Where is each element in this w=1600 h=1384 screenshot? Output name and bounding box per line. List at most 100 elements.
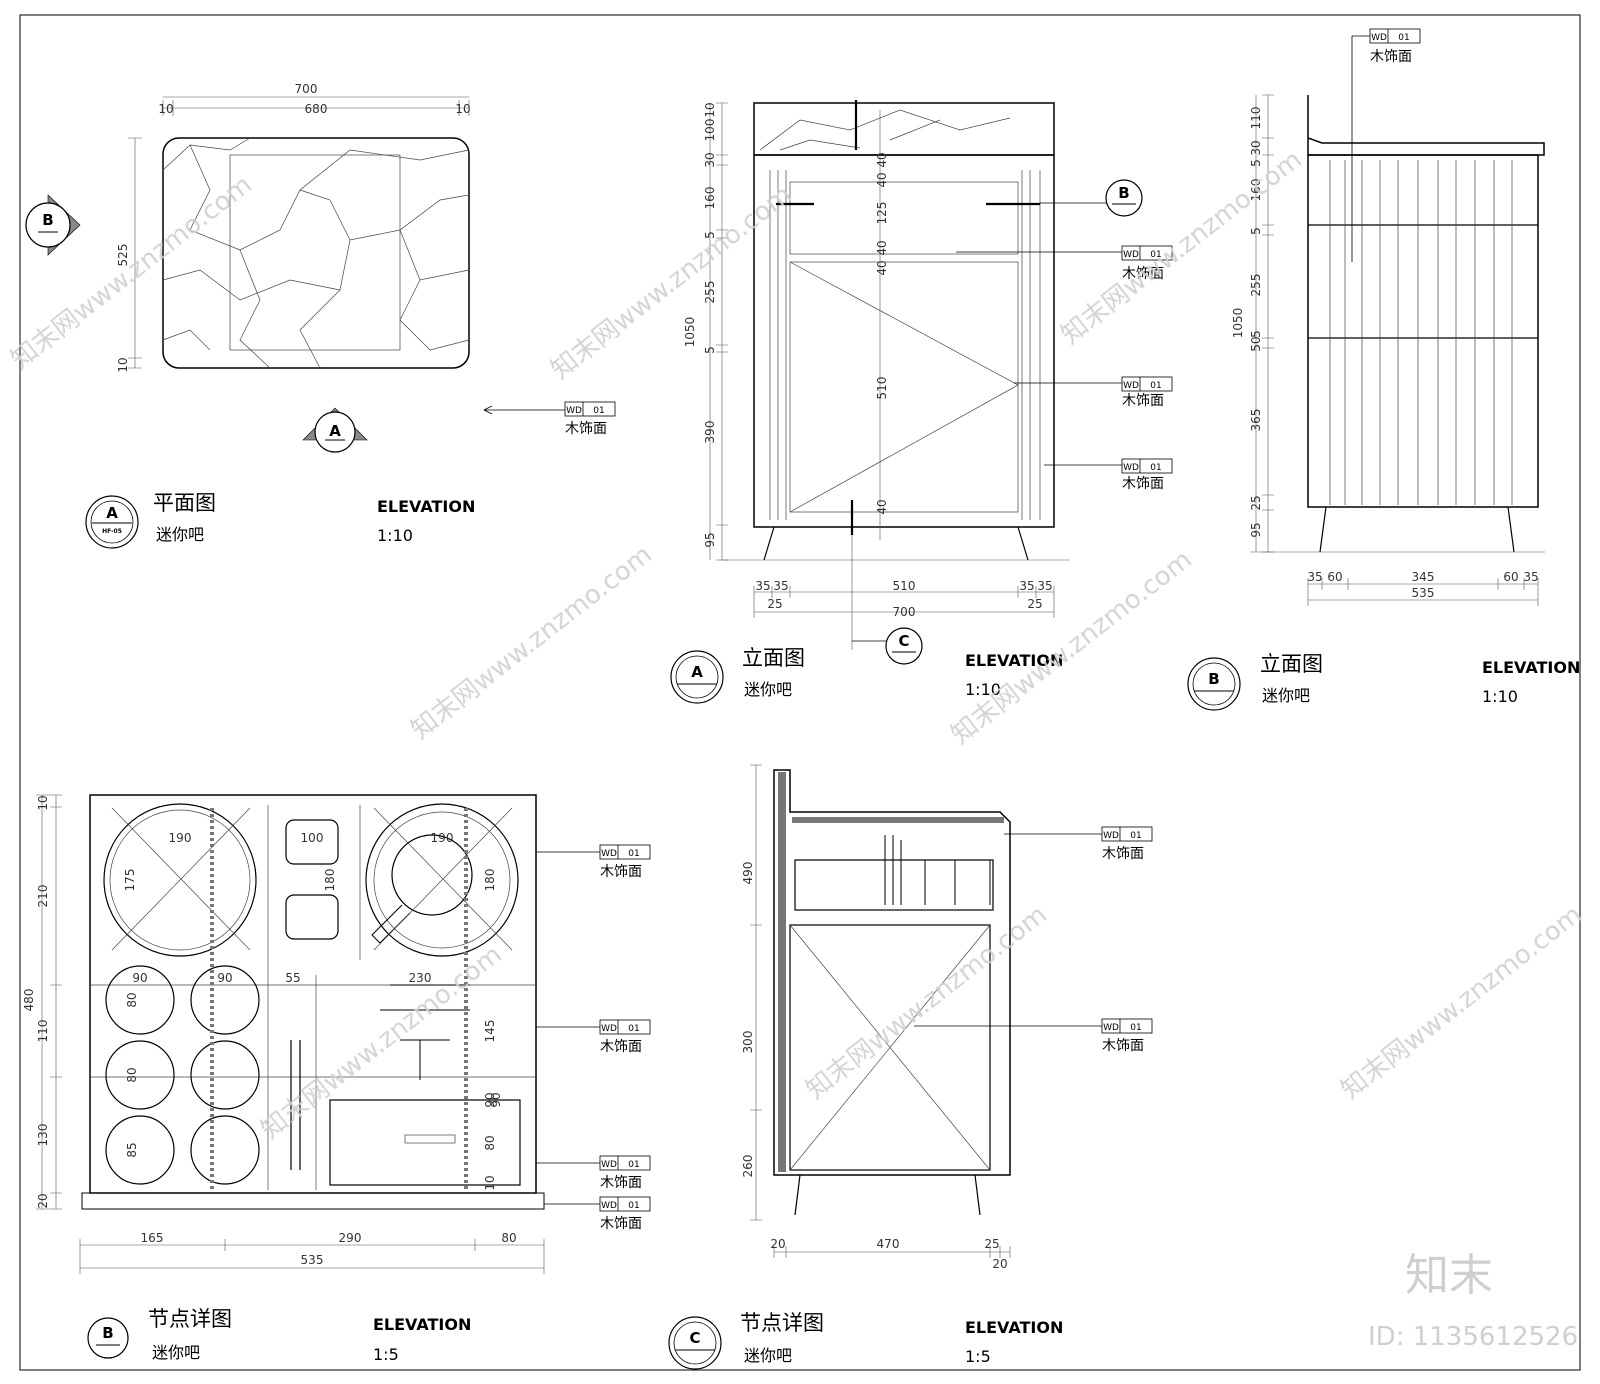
- watermark-3: 知末网www.znzmo.com: [1056, 145, 1308, 351]
- elev-a-tag-3-code: WD: [1123, 463, 1139, 473]
- elev-a-inner-40c: 40: [875, 240, 889, 255]
- elev-b-bubble-letter: B: [1208, 670, 1219, 688]
- elev-b-scale: 1:10: [1482, 687, 1518, 706]
- detail-b-b-290: 290: [339, 1231, 362, 1245]
- elevation-b-view: 110 30 5 160 5 255 5 50 365 25 95 1050 3…: [1187, 28, 1580, 711]
- detail-b-pot-right: [365, 803, 519, 957]
- elev-a-backsplash: [753, 102, 1055, 156]
- plan-sink-outline: [229, 154, 401, 351]
- detail-c-tag-1: WD 01 木饰面: [1004, 826, 1153, 862]
- detail-b-tag-1: WD 01 木饰面: [536, 844, 651, 880]
- elev-b-bottom-dims: 35 60 345 60 35 535: [1307, 570, 1539, 606]
- elev-a-b-35a: 35: [755, 579, 770, 593]
- elev-a-dim-95: 95: [703, 532, 717, 547]
- elev-a-dim-1050: 1050: [683, 317, 697, 348]
- detail-c-view: 490 300 260 20 470 25 20 WD 01 木饰面 WD 01…: [668, 764, 1153, 1370]
- detail-b-in-190a: 190: [169, 831, 192, 845]
- elev-b-dim-25: 25: [1249, 495, 1263, 510]
- detail-c-elevation-label: ELEVATION: [965, 1318, 1063, 1337]
- elev-b-b-60a: 60: [1327, 570, 1342, 584]
- elev-b-legs: [1319, 506, 1515, 553]
- elev-a-subtitle: 迷你吧: [744, 680, 792, 699]
- plan-subtitle: 迷你吧: [156, 525, 204, 544]
- section-mark-b: B: [25, 194, 81, 256]
- detail-c-left-dims: 490 300 260: [741, 764, 762, 1221]
- detail-b-pot-left-inner: [109, 809, 251, 951]
- detail-c-tag-2: WD 01 木饰面: [914, 1018, 1153, 1054]
- elev-a-b-25b: 25: [1027, 597, 1042, 611]
- elev-b-b-60b: 60: [1503, 570, 1518, 584]
- detail-b-dish-1: [285, 819, 339, 865]
- detail-b-pot-left: [103, 803, 257, 957]
- detail-b-title: 节点详图: [148, 1307, 232, 1331]
- watermark-4: 知末网www.znzmo.com: [406, 540, 658, 746]
- elev-a-dim-10: 10: [703, 102, 717, 117]
- elev-a-b-25a: 25: [767, 597, 782, 611]
- detail-b-b-165: 165: [141, 1231, 164, 1245]
- detail-c-shelf-tray: [794, 859, 994, 911]
- elev-a-door-swing: [789, 261, 1019, 513]
- detail-b-in-90a: 90: [132, 971, 147, 985]
- elev-a-wood-grain: [769, 170, 1041, 520]
- detail-c-tag-1-code: WD: [1103, 831, 1119, 841]
- detail-c-title: 节点详图: [740, 1311, 824, 1335]
- elev-a-inner-40e: 40: [875, 499, 889, 514]
- detail-b-in-80c: 80: [483, 1135, 497, 1150]
- detail-b-dish-2: [285, 894, 339, 940]
- detail-c-section-outline: [773, 769, 1011, 1176]
- detail-c-door: [789, 924, 991, 1171]
- elev-b-b-35b: 35: [1523, 570, 1538, 584]
- detail-c-dim-490: 490: [741, 862, 755, 885]
- detail-c-b-25: 25: [984, 1237, 999, 1251]
- detail-b-tag-4: WD 01 木饰面: [544, 1196, 651, 1232]
- detail-b-pan-handle: [371, 904, 411, 944]
- detail-b-in-80a: 80: [125, 992, 139, 1007]
- elev-a-title: 立面图: [742, 646, 805, 670]
- plan-bubble-sheet: HF-05: [102, 528, 122, 535]
- plan-dim-10b: 10: [455, 102, 470, 116]
- detail-b-spoon: [290, 1040, 301, 1170]
- plan-tag-label: 木饰面: [565, 421, 607, 437]
- elev-a-b-35d: 35: [1037, 579, 1052, 593]
- detail-c-dim-300: 300: [741, 1031, 755, 1054]
- elev-a-b-35c: 35: [1019, 579, 1034, 593]
- elev-b-b-535: 535: [1412, 586, 1435, 600]
- elevation-a-view: 100 10 30 160 5 255 5 390 95 1050 40 40 …: [670, 100, 1173, 704]
- detail-b-diagonals: [111, 807, 513, 951]
- detail-b-drawer: [329, 1099, 521, 1186]
- elev-a-door-glass: [789, 261, 1019, 513]
- detail-b-tag-4-label: 木饰面: [600, 1216, 642, 1232]
- plan-dim-10a: 10: [158, 102, 173, 116]
- detail-b-tag-4-number: 01: [628, 1201, 639, 1211]
- detail-b-bottom-dims: 165 290 80 535: [79, 1231, 545, 1274]
- detail-b-b-535: 535: [301, 1253, 324, 1267]
- elev-a-dim-5a: 5: [703, 231, 717, 239]
- sheet-border: [19, 14, 1581, 1371]
- section-mark-b-letter: B: [42, 211, 53, 229]
- detail-b-tag-3-code: WD: [601, 1160, 617, 1170]
- elev-a-b-35b: 35: [773, 579, 788, 593]
- elev-a-bubble-letter: A: [691, 663, 703, 681]
- detail-b-subtitle: 迷你吧: [152, 1343, 200, 1362]
- detail-b-tag-1-label: 木饰面: [600, 864, 642, 880]
- detail-c-bottom-dims: 20 470 25 20: [770, 1237, 1011, 1271]
- elev-b-countertop: [1307, 95, 1545, 156]
- detail-b-tag-3: WD 01 木饰面: [536, 1155, 651, 1191]
- elev-a-dim-100: 100: [703, 119, 717, 142]
- detail-b-elevation-label: ELEVATION: [373, 1315, 471, 1334]
- detail-c-tag-1-label: 木饰面: [1102, 846, 1144, 862]
- elev-a-tag-3-label: 木饰面: [1122, 476, 1164, 492]
- detail-b-dim-210: 210: [36, 885, 50, 908]
- elev-a-drawer: [789, 181, 1019, 255]
- elev-a-inner-40b: 40: [875, 172, 889, 187]
- elev-b-dim-30: 30: [1249, 140, 1263, 155]
- elev-b-dim-1050: 1050: [1231, 308, 1245, 339]
- elev-b-dim-95: 95: [1249, 522, 1263, 537]
- elev-b-b-345: 345: [1412, 570, 1435, 584]
- detail-b-base: [81, 1192, 545, 1210]
- detail-b-cocktail-shaker: [380, 984, 470, 1080]
- detail-b-scale: 1:5: [373, 1345, 399, 1364]
- elev-b-wood-grain: [1329, 160, 1513, 505]
- elev-b-dim-365: 365: [1249, 409, 1263, 432]
- detail-b-in-100: 100: [301, 831, 324, 845]
